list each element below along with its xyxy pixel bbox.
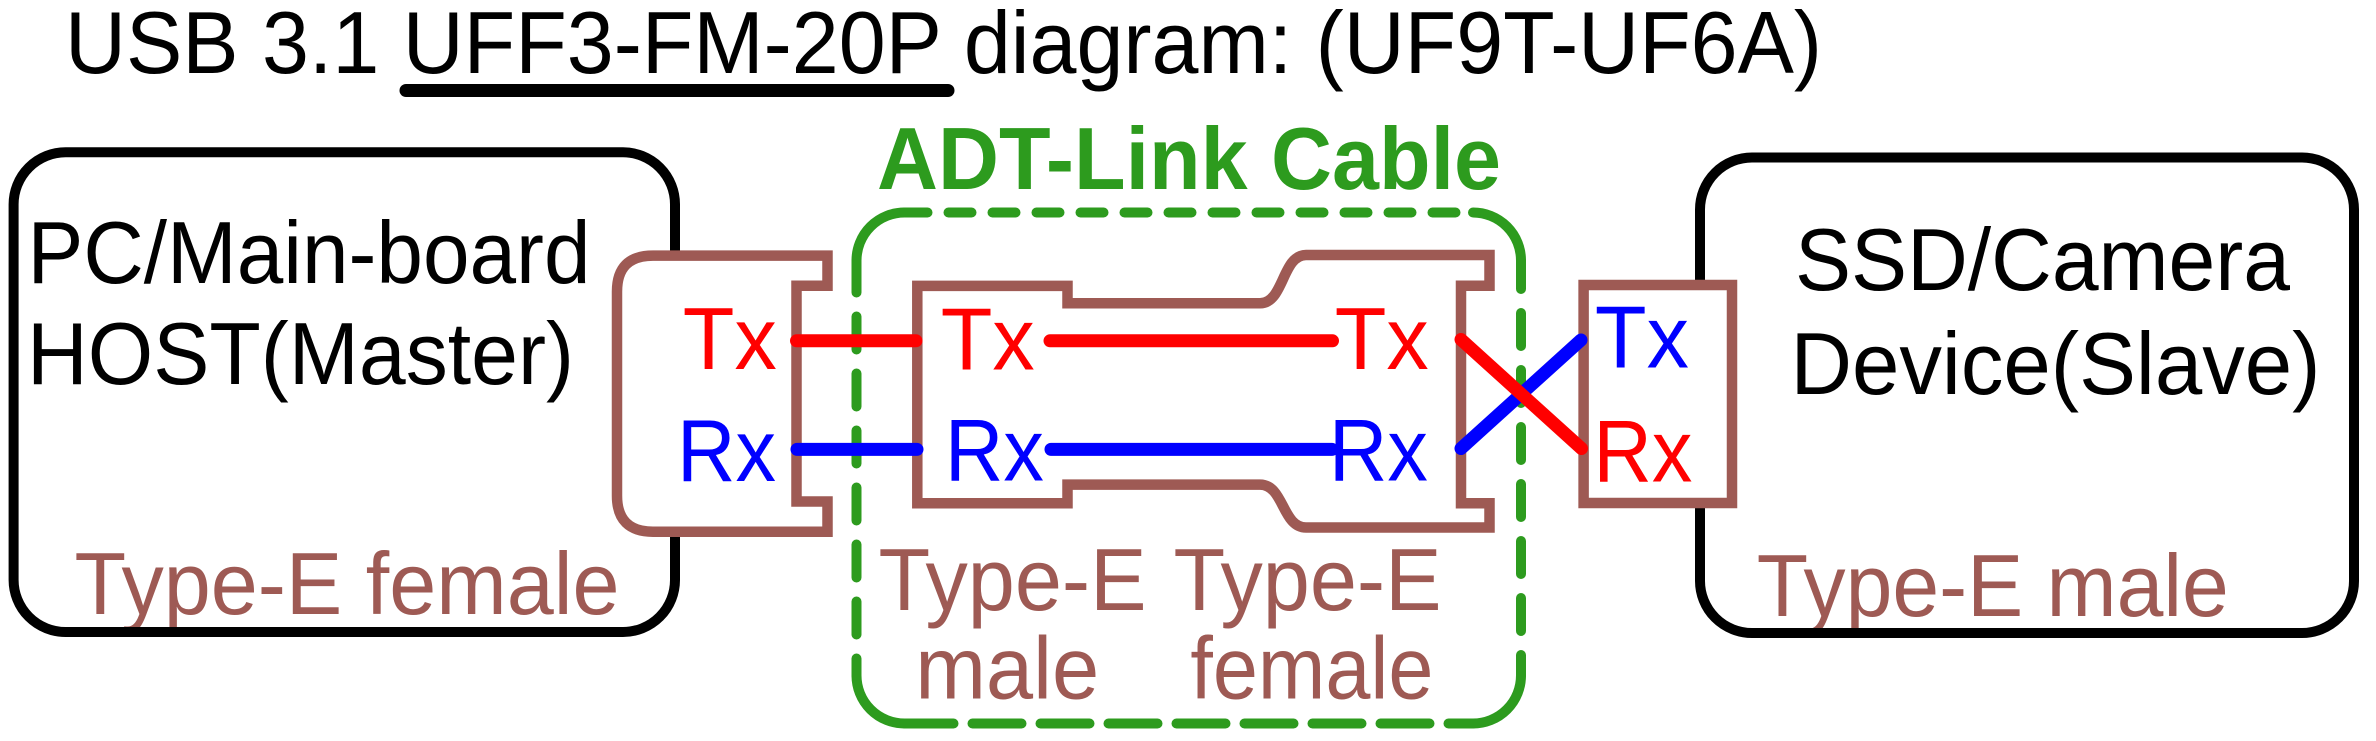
svg-text:PC/Main-board: PC/Main-board: [28, 203, 591, 302]
svg-text:Type-E male: Type-E male: [1757, 536, 2229, 635]
svg-text:Type-E: Type-E: [879, 530, 1147, 629]
svg-text:Tx: Tx: [1335, 289, 1429, 388]
svg-text:HOST(Master): HOST(Master): [27, 304, 574, 403]
svg-text:Tx: Tx: [941, 290, 1035, 389]
svg-text:Rx: Rx: [945, 401, 1044, 500]
svg-text:Rx: Rx: [1329, 401, 1428, 500]
svg-text:ADT-Link Cable: ADT-Link Cable: [877, 109, 1501, 208]
svg-text:Device(Slave): Device(Slave): [1791, 314, 2321, 413]
svg-text:USB 3.1 UFF3-FM-20P diagram: (: USB 3.1 UFF3-FM-20P diagram: (UF9T-UF6A): [65, 0, 1822, 92]
svg-text:Rx: Rx: [677, 401, 776, 500]
svg-text:Tx: Tx: [683, 289, 777, 388]
svg-text:female: female: [1190, 619, 1433, 718]
svg-text:male: male: [915, 619, 1099, 718]
svg-text:Type-E: Type-E: [1174, 530, 1442, 629]
svg-text:SSD/Camera: SSD/Camera: [1795, 210, 2290, 309]
svg-text:Rx: Rx: [1593, 402, 1692, 501]
svg-text:Type-E female: Type-E female: [75, 534, 620, 633]
svg-text:Tx: Tx: [1595, 288, 1689, 387]
